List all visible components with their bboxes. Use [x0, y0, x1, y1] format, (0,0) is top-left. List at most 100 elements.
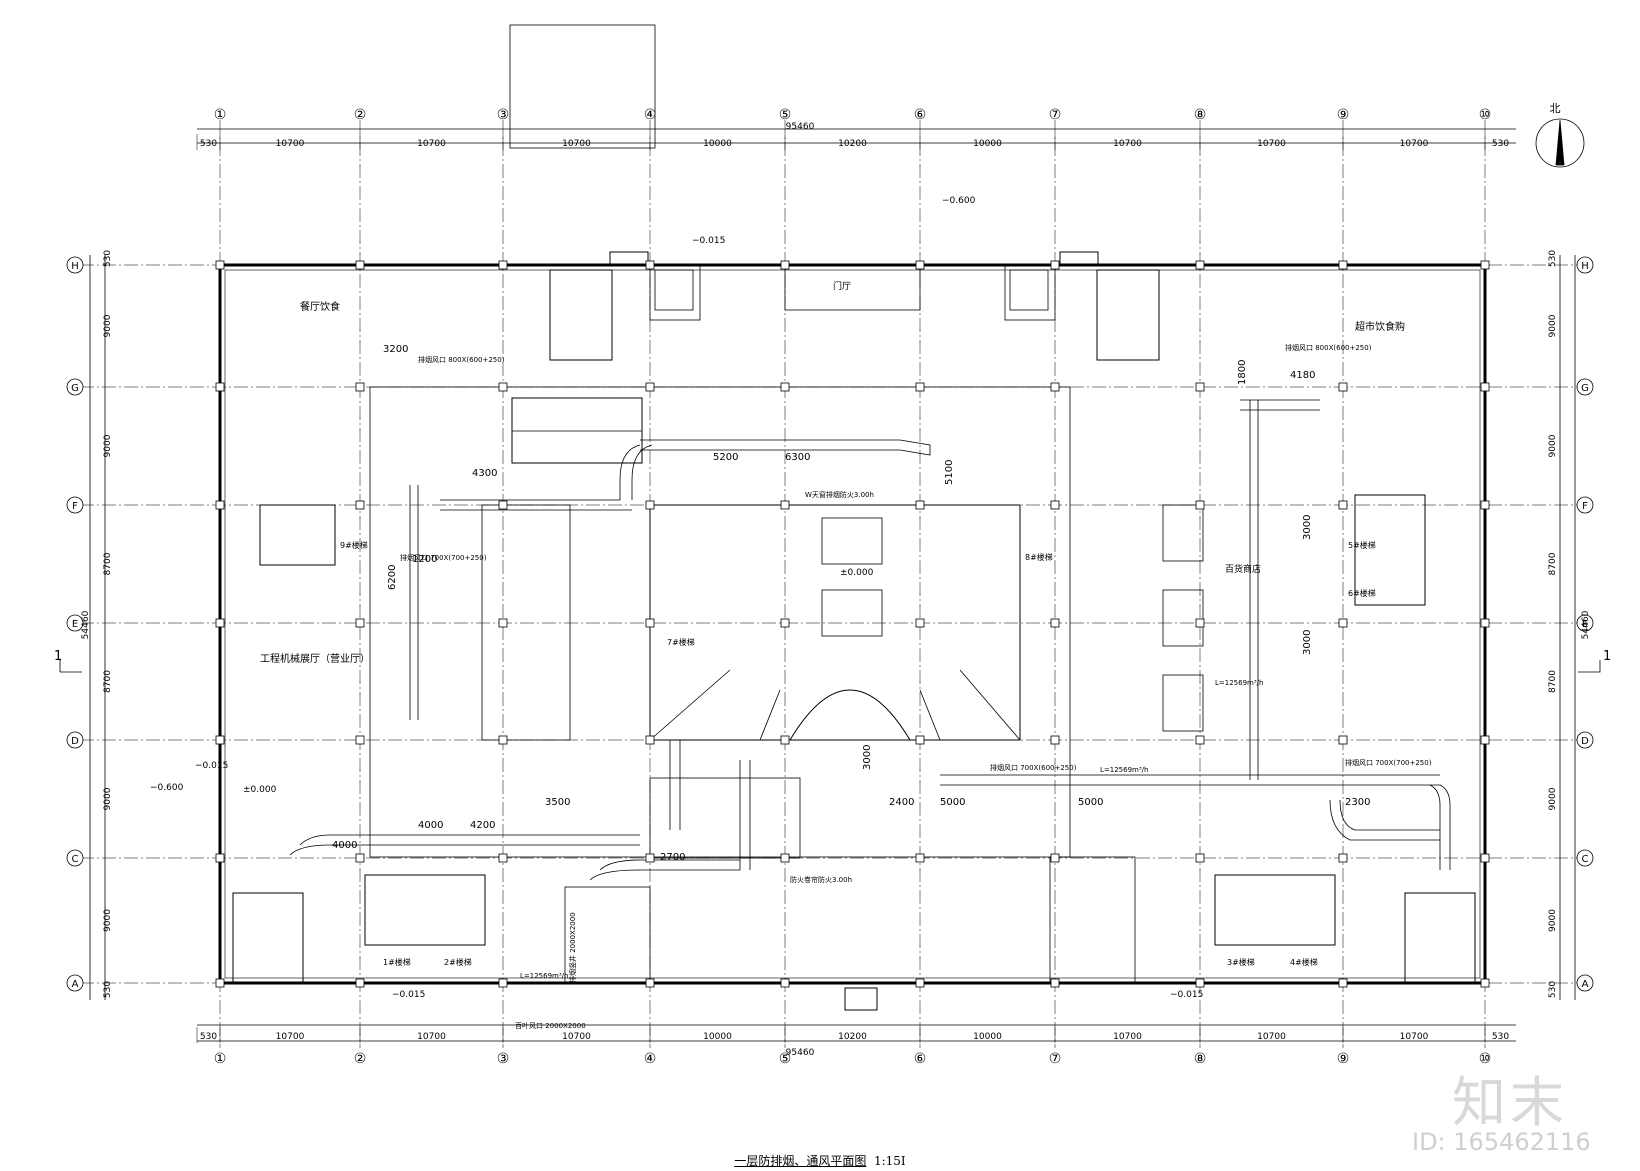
dim-5000-a: 5000 [940, 797, 965, 808]
structural-column [1480, 260, 1490, 270]
structural-column [1480, 978, 1490, 988]
duct-exhaust-5: 排烟风口 700X(700+250) [1345, 758, 1432, 767]
grid-bubble-row-right-label: D [1581, 736, 1589, 747]
structural-column [780, 978, 790, 988]
dim-span-bottom: 10700 [562, 1032, 591, 1042]
structural-column [1195, 260, 1205, 270]
grid-bubble-row-right [1576, 849, 1594, 867]
structural-column [780, 853, 790, 863]
duct-air-2: L=12569m³/h [1215, 679, 1263, 687]
grid-bubble-row-right [1576, 731, 1594, 749]
structural-column [498, 382, 508, 392]
structural-column [1195, 618, 1205, 628]
dim-span-bottom: 530 [1492, 1032, 1509, 1042]
stair-label-8: 8#楼梯 [1025, 552, 1053, 562]
grid-bubble-col-top: ⑧ [1194, 107, 1207, 123]
grid-bubble-row-left [66, 974, 84, 992]
structural-column [915, 260, 925, 270]
grid-bubble-col-bottom: ⑨ [1337, 1051, 1350, 1067]
fire-line-2: 防火卷帘防火3.00h [790, 875, 852, 884]
duct-exhaust-3: 排烟风口 800X(600+250) [1285, 343, 1372, 352]
structural-column [355, 853, 365, 863]
dim-4300: 4300 [472, 468, 497, 479]
grid-bubble-col-bottom: ③ [497, 1051, 510, 1067]
dim-span-right: 9000 [1548, 314, 1558, 337]
stair-label-6: 6#楼梯 [1348, 588, 1376, 598]
structural-column [915, 382, 925, 392]
dim-span-right: 530 [1548, 250, 1558, 267]
dim-4180: 4180 [1290, 370, 1315, 381]
room-n-center: 门厅 [833, 280, 851, 292]
elev-entry-n: −0.015 [692, 236, 725, 246]
dim-span-top: 10200 [838, 139, 867, 149]
grid-bubble-col-bottom: ⑧ [1194, 1051, 1207, 1067]
dim-4000-b: 4000 [332, 840, 357, 851]
structural-column [1195, 978, 1205, 988]
structural-column [915, 618, 925, 628]
fire-line-1: W天窗排烟防火3.00h [805, 490, 874, 499]
dim-span-bottom: 10700 [276, 1032, 305, 1042]
structural-column [1338, 260, 1348, 270]
structural-column [1195, 853, 1205, 863]
drawing-title: 一层防排烟、通风平面图 [734, 1154, 867, 1168]
dim-span-right: 8700 [1548, 670, 1558, 693]
grid-bubble-row-left-label: C [72, 854, 79, 865]
elev-s-step2: −0.015 [1170, 990, 1203, 1000]
structural-column [1050, 853, 1060, 863]
structural-column [1338, 853, 1348, 863]
dim-4000-a: 4000 [418, 820, 443, 831]
duct-louver-1: 百叶风口 2000X2000 [515, 1021, 586, 1030]
dim-span-bottom: 10000 [703, 1032, 732, 1042]
structural-column [645, 853, 655, 863]
structural-column [645, 735, 655, 745]
structural-column [1195, 735, 1205, 745]
structural-column [215, 382, 225, 392]
grid-bubble-col-top: ⑨ [1337, 107, 1350, 123]
grid-bubble-row-right [1576, 378, 1594, 396]
duct-louver-2: 排烟竖井 2000X2000 [568, 912, 577, 983]
structural-column [498, 260, 508, 270]
grid-bubble-row-left [66, 614, 84, 632]
stair-label-3: 3#楼梯 [1227, 957, 1255, 967]
dim-span-top: 10700 [1113, 139, 1142, 149]
structural-column [215, 735, 225, 745]
structural-column [915, 853, 925, 863]
grid-bubble-col-bottom: ⑦ [1049, 1051, 1062, 1067]
structural-column [1050, 735, 1060, 745]
structural-column [780, 260, 790, 270]
grid-bubble-col-bottom: ④ [644, 1051, 657, 1067]
structural-column [915, 735, 925, 745]
room-west: 工程机械展厅（营业厅） [260, 652, 370, 665]
stair-label-4: 4#楼梯 [1290, 957, 1318, 967]
structural-column [215, 853, 225, 863]
grid-bubble-col-bottom: ⑩ [1479, 1051, 1492, 1067]
dim-span-left: 9000 [103, 434, 113, 457]
grid-bubble-row-left-label: D [71, 736, 79, 747]
section-mark-left: 1 [54, 649, 62, 664]
structural-column [215, 260, 225, 270]
dim-span-left: 9000 [103, 787, 113, 810]
structural-column [215, 978, 225, 988]
room-e-shop: 百货商店 [1225, 563, 1261, 575]
dim-span-top: 530 [1492, 139, 1509, 149]
stair-label-7: 7#楼梯 [667, 637, 695, 647]
duct-air-3: L=12569m³/h [1100, 766, 1148, 774]
stair-label-1: 1#楼梯 [383, 957, 411, 967]
grid-bubble-row-left [66, 256, 84, 274]
dim-6200: 6200 [387, 565, 398, 590]
structural-column [1195, 500, 1205, 510]
grid-bubble-col-bottom: ② [354, 1051, 367, 1067]
grid-bubble-row-left [66, 849, 84, 867]
grid-bubble-row-right-label: E [1582, 619, 1588, 630]
dim-span-right: 9000 [1548, 787, 1558, 810]
dim-2700: 2700 [660, 852, 685, 863]
structural-column [355, 618, 365, 628]
structural-column [355, 978, 365, 988]
grid-bubble-row-right [1576, 256, 1594, 274]
grid-bubble-row-right [1576, 614, 1594, 632]
structural-column [355, 382, 365, 392]
grid-bubble-col-top: ③ [497, 107, 510, 123]
structural-column [915, 500, 925, 510]
structural-column [1195, 382, 1205, 392]
